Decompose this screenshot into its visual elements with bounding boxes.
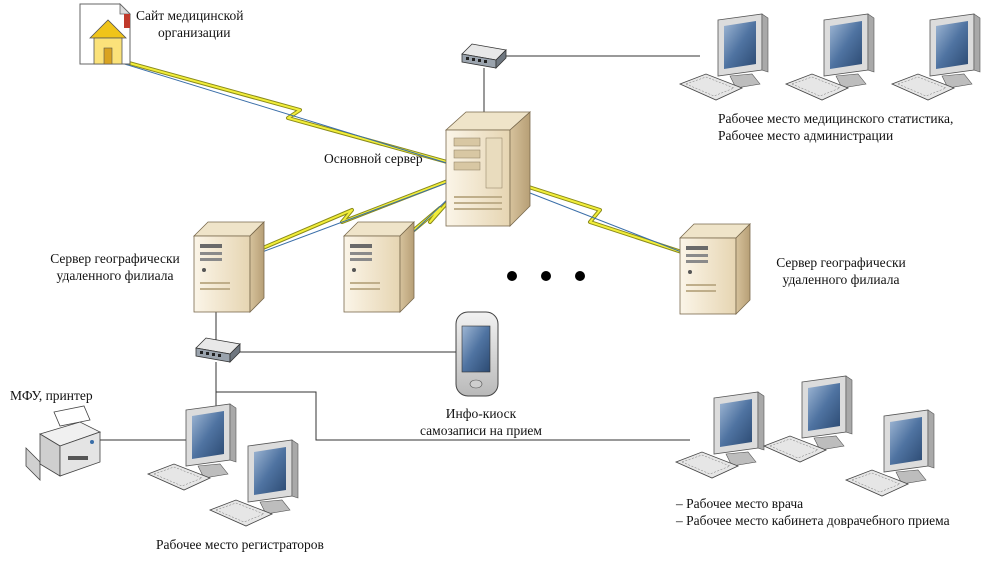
printer-icon bbox=[25, 405, 102, 481]
workstation-icon bbox=[679, 13, 769, 101]
workstation-icon bbox=[845, 409, 935, 497]
workstation-icon bbox=[675, 391, 765, 479]
kiosk-phone-icon bbox=[455, 311, 499, 397]
switch-icon bbox=[461, 43, 507, 69]
workstation-icon bbox=[891, 13, 981, 101]
kiosk-label: Инфо-киоск самозаписи на прием bbox=[420, 406, 542, 438]
mfu-printer-label: МФУ, принтер bbox=[10, 388, 93, 403]
cable-doctor bbox=[216, 391, 690, 441]
main-server-label: Основной сервер bbox=[324, 151, 423, 166]
server-icon bbox=[343, 221, 415, 313]
cables bbox=[95, 55, 700, 441]
server-icon bbox=[679, 223, 751, 315]
main-server-icon bbox=[445, 111, 531, 227]
workstation-icon bbox=[785, 13, 875, 101]
statistics-workplace-label: Рабочее место медицинского статистика, Р… bbox=[718, 111, 954, 143]
branch-server-right-label: Сервер географически удаленного филиала bbox=[776, 255, 906, 287]
switch-icon bbox=[195, 337, 241, 363]
ellipsis-dots bbox=[507, 271, 585, 281]
site-label: Сайт медицинской организации bbox=[136, 8, 244, 40]
branch-server-left-label: Сервер географически удаленного филиала bbox=[50, 251, 180, 283]
doctor-workplace-label: – Рабочее место врача – Рабочее место ка… bbox=[676, 496, 950, 528]
workstation-icon bbox=[763, 375, 853, 463]
registrars-label: Рабочее место регистраторов bbox=[156, 537, 324, 552]
site-house-icon bbox=[79, 3, 131, 65]
server-icon bbox=[193, 221, 265, 313]
workstation-icon bbox=[147, 403, 237, 491]
